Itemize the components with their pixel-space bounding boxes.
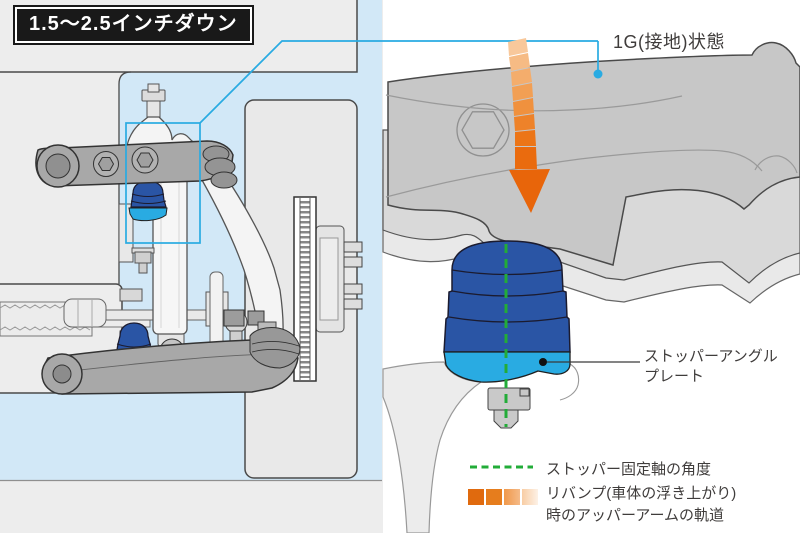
backdrop-corner-outline	[118, 71, 132, 284]
plate-leader-dot	[539, 358, 547, 366]
drop-amount-badge: 1.5〜2.5インチダウン	[13, 5, 254, 45]
stopper-plate-label: ストッパーアングル プレート	[644, 347, 778, 387]
callout-dot	[593, 69, 603, 79]
wheel-studs	[343, 241, 363, 310]
subframe-bolt	[119, 288, 143, 302]
legend-axis-label: ストッパー固定軸の角度	[546, 461, 712, 478]
lower-ball-joint	[249, 327, 301, 369]
knuckle-detail	[382, 361, 483, 533]
legend-orange-swatch-4	[522, 489, 538, 505]
legend-rebound-label-line2: 時のアッパーアームの軌道	[546, 507, 725, 524]
stopper-stud	[487, 387, 531, 429]
lower-arm-assembly	[41, 321, 301, 395]
brake-disc	[293, 196, 317, 382]
stopper-angle-plate-small	[128, 207, 168, 222]
arm-hex-boss	[461, 111, 505, 149]
caliper	[223, 309, 245, 327]
legend-swatches	[468, 465, 538, 505]
upper-arm-assembly	[35, 83, 238, 274]
state-label: 1G(接地)状態	[613, 32, 725, 52]
detail-callout-box	[125, 122, 201, 244]
legend-orange-swatch-2	[486, 489, 502, 505]
arm-boss-circle	[456, 103, 510, 157]
stopper-plate-label-line2: プレート	[644, 368, 705, 385]
legend-orange-swatch-1	[468, 489, 484, 505]
legend-rebound-label: リバンプ(車体の浮き上がり) 時のアッパーアームの軌道	[546, 483, 736, 527]
upper-arm-detail	[387, 41, 800, 266]
stopper-plate-label-line1: ストッパーアングル	[644, 348, 778, 365]
legend-orange-swatch-3	[504, 489, 520, 505]
left-suspension-illustration	[0, 0, 383, 533]
legend-rebound-label-line1: リバンプ(車体の浮き上がり)	[546, 485, 737, 502]
state-callout	[199, 40, 603, 124]
rebound-arrow-icon	[508, 38, 550, 213]
right-detail-illustration	[199, 38, 800, 533]
